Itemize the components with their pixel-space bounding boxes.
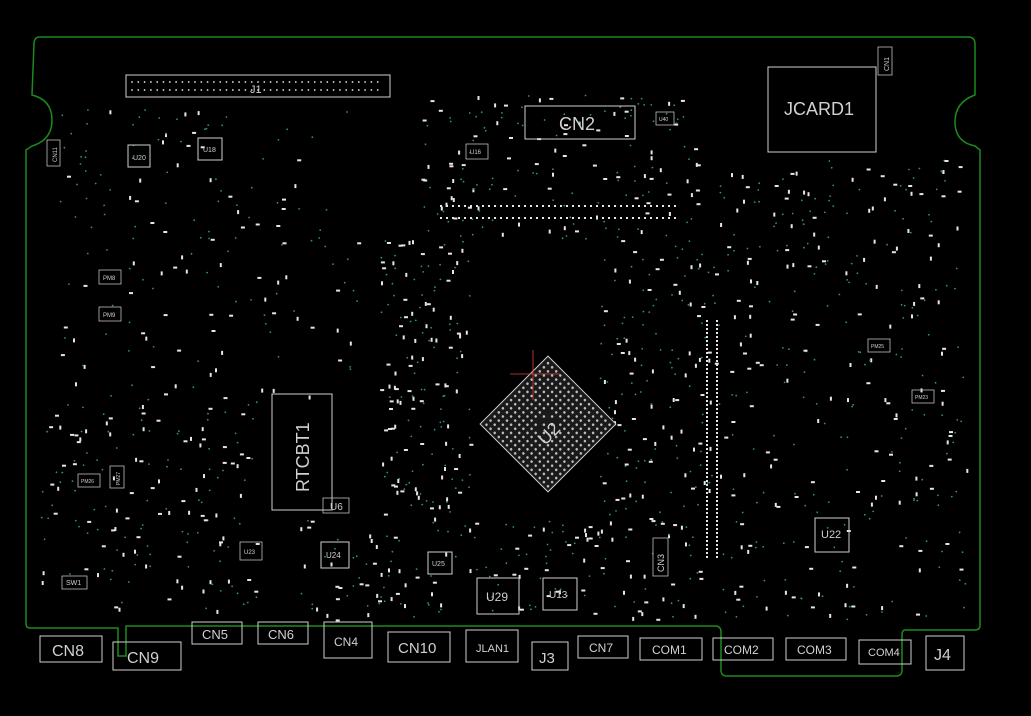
label-cn5: CN5 bbox=[202, 627, 228, 642]
label-cn6: CN6 bbox=[268, 627, 294, 642]
connector-cn6 bbox=[257, 621, 309, 645]
connector-cn7 bbox=[577, 635, 629, 659]
label-rtcbt1: RTCBT1 bbox=[293, 422, 313, 492]
ic-pm9 bbox=[98, 306, 122, 322]
label-com4: COM4 bbox=[868, 647, 900, 659]
label-cn10: CN10 bbox=[398, 640, 436, 657]
ic-pm25 bbox=[867, 338, 891, 353]
label-u18: U18 bbox=[203, 147, 216, 154]
bottom-connectors: CN8 CN9 CN5 CN6 CN4 CN10 JLAN1 J3 CN7 CO… bbox=[39, 621, 965, 671]
ic-pm23 bbox=[911, 389, 935, 404]
ic-u40 bbox=[655, 111, 675, 126]
label-jcard1: JCARD1 bbox=[784, 99, 854, 119]
label-u6: U6 bbox=[330, 502, 343, 513]
label-pm9: PM9 bbox=[103, 313, 116, 319]
label-u20: U20 bbox=[133, 155, 146, 162]
ic-u23 bbox=[239, 541, 263, 561]
label-u25: U25 bbox=[432, 561, 445, 568]
connector-cn5 bbox=[191, 621, 243, 645]
connector-j3 bbox=[531, 641, 569, 671]
label-cn3: CN3 bbox=[656, 554, 666, 572]
connector-cn8 bbox=[39, 635, 103, 663]
ic-u16 bbox=[465, 143, 489, 160]
label-cn4: CN4 bbox=[334, 635, 358, 649]
connector-cn10 bbox=[387, 631, 451, 663]
switch-sw1 bbox=[61, 575, 88, 590]
label-pm25: PM25 bbox=[871, 344, 884, 350]
label-jlan1: JLAN1 bbox=[476, 643, 509, 655]
label-cn7: CN7 bbox=[589, 641, 613, 655]
ic-u25 bbox=[427, 551, 453, 575]
ic-pm8 bbox=[98, 269, 122, 285]
label-u24: U24 bbox=[326, 551, 341, 560]
label-cn8: CN8 bbox=[52, 643, 84, 660]
label-u22: U22 bbox=[821, 529, 841, 541]
connector-com4 bbox=[858, 639, 912, 665]
connector-j1 bbox=[125, 74, 391, 98]
label-pm26: PM26 bbox=[81, 479, 94, 485]
ic-pm26 bbox=[77, 473, 101, 488]
label-sw1: SW1 bbox=[66, 580, 81, 587]
label-com1: COM1 bbox=[652, 643, 687, 657]
label-pm8: PM8 bbox=[103, 276, 116, 282]
connector-com2 bbox=[712, 637, 774, 661]
label-cn2: CN2 bbox=[559, 114, 595, 134]
ic-u29 bbox=[476, 577, 520, 615]
label-u23: U23 bbox=[244, 550, 256, 556]
label-j4: J4 bbox=[934, 647, 951, 664]
ic-u13 bbox=[542, 577, 578, 611]
ic-pm27 bbox=[109, 465, 125, 489]
connector-cn2 bbox=[524, 105, 636, 140]
label-u13: U13 bbox=[549, 590, 568, 601]
ic-u18 bbox=[197, 137, 223, 161]
connector-com1 bbox=[639, 637, 703, 661]
label-u16: U16 bbox=[470, 150, 482, 156]
label-u29: U29 bbox=[486, 590, 508, 604]
label-cn9: CN9 bbox=[127, 650, 159, 667]
label-u40: U40 bbox=[659, 117, 668, 123]
connector-cn9 bbox=[112, 641, 182, 671]
board-outline bbox=[25, 36, 981, 677]
connector-com3 bbox=[785, 637, 847, 661]
label-pm27: PM27 bbox=[116, 472, 122, 485]
label-j3: J3 bbox=[539, 650, 555, 667]
ic-u20 bbox=[127, 144, 151, 168]
connector-cn3 bbox=[652, 537, 669, 577]
connector-cn4 bbox=[323, 621, 373, 659]
label-com2: COM2 bbox=[724, 643, 759, 657]
pad-via-scatter bbox=[40, 81, 969, 622]
connector-cn1 bbox=[877, 46, 893, 76]
connector-j4 bbox=[925, 635, 965, 671]
connector-jlan1 bbox=[465, 629, 519, 663]
ic-u22 bbox=[814, 517, 850, 553]
label-com3: COM3 bbox=[797, 643, 832, 657]
ic-u24 bbox=[320, 541, 350, 569]
label-j1: J1 bbox=[250, 84, 262, 96]
label-cn1: CN1 bbox=[884, 57, 891, 71]
ic-u6 bbox=[322, 497, 350, 514]
label-cn11: CN11 bbox=[53, 146, 59, 162]
connector-jcard1 bbox=[767, 66, 877, 153]
cpu-u2 bbox=[479, 355, 617, 493]
connector-cn11 bbox=[46, 139, 61, 167]
label-pm23: PM23 bbox=[915, 395, 928, 401]
battery-rtcbt1 bbox=[271, 393, 333, 511]
